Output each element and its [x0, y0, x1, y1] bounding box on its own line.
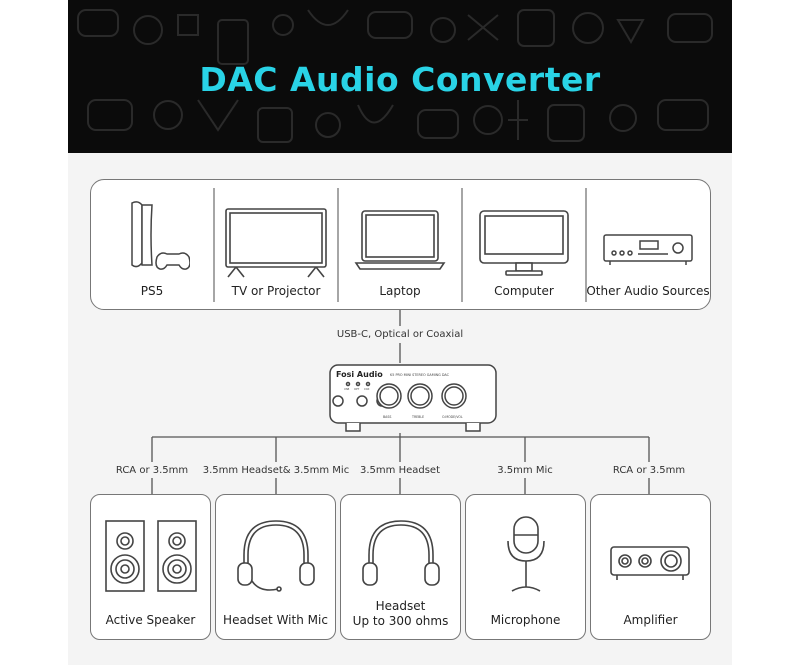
- output-connection-label: 3.5mm Headset& 3.5mm Mic: [202, 465, 350, 476]
- monitor-icon: [479, 210, 569, 276]
- dac-led-label: USB: [344, 387, 350, 391]
- output-active-speaker: Active Speaker: [90, 494, 211, 640]
- source-label: Computer: [494, 284, 554, 298]
- headphones-icon: [362, 520, 440, 586]
- output-headset-mic: Headset With Mic: [215, 494, 336, 640]
- source-label: Other Audio Sources: [586, 284, 710, 298]
- output-label: Amplifier: [623, 613, 678, 627]
- output-label: Microphone: [490, 613, 561, 627]
- source-label: PS5: [140, 284, 164, 298]
- dac-body: Fosi Audio K5 PRO MINI STEREO GAMING DAC…: [329, 364, 497, 432]
- source-other-audio: Other Audio Sources: [586, 179, 710, 310]
- input-connection-label: USB-C, Optical or Coaxial: [336, 329, 464, 340]
- dac-knob-label: TREBLE: [411, 415, 424, 419]
- output-label-line2: Up to 300 ohms: [352, 614, 449, 628]
- gaming-pattern-background: [77, 9, 713, 143]
- output-connection-label: 3.5mm Headset: [360, 465, 440, 476]
- page-title: DAC Audio Converter: [199, 60, 601, 99]
- output-label: Headset With Mic: [223, 613, 328, 627]
- dac-led-label: COX: [364, 387, 370, 391]
- speaker-pair-icon: [105, 520, 197, 592]
- tv-icon: [225, 208, 327, 278]
- output-connection-label: RCA or 3.5mm: [612, 465, 686, 476]
- microphone-icon: [507, 516, 545, 592]
- source-label: Laptop: [379, 284, 421, 298]
- connection-lines: [151, 310, 650, 494]
- ps5-console-icon: [131, 201, 190, 270]
- source-label: TV or Projector: [231, 284, 321, 298]
- source-ps5: PS5: [90, 179, 214, 310]
- dac-led-label: OPT: [354, 387, 360, 391]
- laptop-icon: [354, 210, 446, 270]
- headset-mic-icon: [237, 520, 315, 592]
- output-label: Active Speaker: [105, 613, 196, 627]
- dac-brand: Fosi Audio: [336, 370, 383, 379]
- output-connection-label: RCA or 3.5mm: [115, 465, 189, 476]
- source-laptop: Laptop: [338, 179, 462, 310]
- dac-model: K5 PRO MINI STEREO GAMING DAC: [390, 373, 450, 377]
- amplifier-icon: [610, 546, 690, 580]
- source-tv: TV or Projector: [214, 179, 338, 310]
- dac-knob-label: BASS: [383, 415, 391, 419]
- output-connection-label: 3.5mm Mic: [497, 465, 553, 476]
- audio-receiver-icon: [603, 234, 693, 265]
- output-microphone: Microphone: [465, 494, 586, 640]
- diagram-page: DAC Audio Converter: [68, 0, 732, 665]
- output-label-line1: Headset: [375, 599, 426, 613]
- dac-device: Fosi Audio K5 PRO MINI STEREO GAMING DAC…: [328, 363, 498, 433]
- output-amplifier: Amplifier: [590, 494, 711, 640]
- dac-knob-label: O.MODE/VOL: [442, 415, 463, 419]
- output-headset: Headset Up to 300 ohms: [340, 494, 461, 640]
- title-banner: DAC Audio Converter: [68, 0, 732, 153]
- source-dividers: [213, 188, 587, 302]
- source-computer: Computer: [462, 179, 586, 310]
